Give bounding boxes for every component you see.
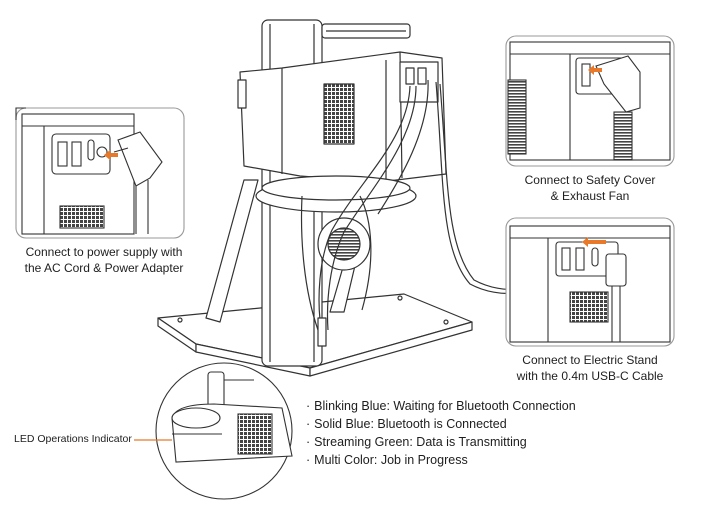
inset-power-port: [15, 107, 185, 239]
callout-safety-line1: Connect to Safety Cover: [524, 173, 656, 187]
callout-stand: Connect to Electric Stand with the 0.4m …: [500, 352, 680, 384]
led-state-item: Streaming Green: Data is Transmitting: [306, 433, 576, 451]
led-state-item: Blinking Blue: Waiting for Bluetooth Con…: [306, 397, 576, 415]
led-states-legend: Blinking Blue: Waiting for Bluetooth Con…: [306, 397, 576, 469]
callout-power-line2: the AC Cord & Power Adapter: [24, 261, 184, 275]
callout-stand-line1: Connect to Electric Stand: [522, 353, 658, 367]
led-state-item: Solid Blue: Bluetooth is Connected: [306, 415, 576, 433]
callout-safety: Connect to Safety Cover & Exhaust Fan: [506, 172, 674, 204]
led-state-item: Multi Color: Job in Progress: [306, 451, 576, 469]
machine-on-stand: [157, 19, 563, 377]
stand-leg: [205, 179, 259, 323]
arrow-stand: [582, 237, 606, 247]
arrow-power: [104, 150, 118, 160]
arrow-safety: [588, 65, 602, 75]
callout-led: LED Operations Indicator: [14, 433, 132, 445]
callout-power-line1: Connect to power supply with: [25, 245, 183, 259]
callout-stand-line2: with the 0.4m USB-C Cable: [516, 369, 664, 383]
callout-safety-line2: & Exhaust Fan: [550, 189, 630, 203]
power-cable: [318, 85, 411, 321]
inset-led-indicator: [155, 362, 293, 500]
inset-stand-port: [505, 217, 675, 347]
callout-power: Connect to power supply with the AC Cord…: [16, 244, 192, 276]
inset-safety-port: [505, 35, 675, 167]
